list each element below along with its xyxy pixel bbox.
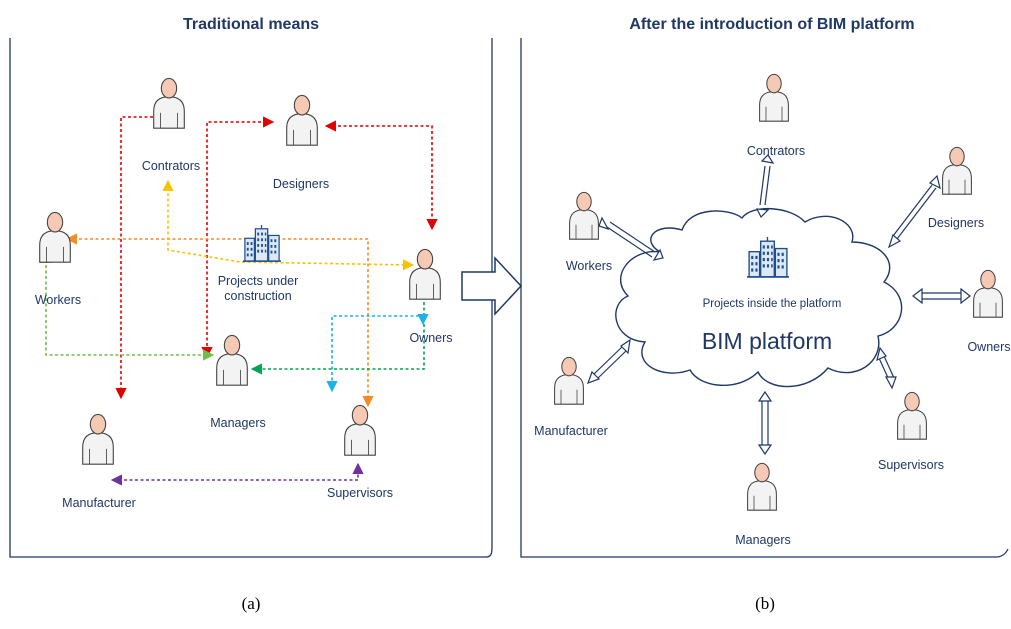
connector-owners-supervisors	[326, 314, 429, 393]
link-arrows	[586, 154, 971, 456]
connector-designers-owners	[324, 120, 438, 231]
panel-a: Traditional means Contrators Designers W…	[9, 16, 493, 613]
label-projects-inside: Projects inside the platform	[703, 298, 842, 310]
person-b-owners-icon	[973, 269, 1003, 318]
caption-b: (b)	[755, 594, 775, 613]
label-managers: Managers	[210, 416, 266, 430]
label-designers: Designers	[273, 177, 329, 191]
person-b-workers-icon	[569, 191, 599, 240]
person-b-contractors-icon	[759, 73, 789, 122]
label-workers: Workers	[35, 293, 81, 307]
label-b-designers: Designers	[928, 216, 984, 230]
transition-arrow-icon	[461, 256, 523, 316]
label-b-owners: Owners	[967, 340, 1010, 354]
label-b-workers: Workers	[566, 259, 612, 273]
label-b-managers: Managers	[735, 533, 791, 547]
link-workers	[598, 216, 664, 261]
connector-workers-managers	[40, 251, 215, 361]
link-managers	[757, 390, 773, 456]
link-designers	[887, 174, 941, 249]
label-manufacturer: Manufacturer	[62, 496, 136, 510]
link-supervisors	[876, 346, 897, 390]
person-b-supervisors-icon	[897, 391, 927, 440]
person-workers-icon	[39, 211, 71, 263]
label-bim-platform: BIM platform	[702, 328, 832, 354]
panel-a-title: Traditional means	[183, 16, 319, 33]
label-b-contractors: Contrators	[747, 144, 805, 158]
connector-manufacturer-supervisors	[110, 462, 364, 486]
person-contractors-icon	[153, 77, 185, 129]
caption-a: (a)	[242, 594, 261, 613]
link-contractors	[755, 154, 775, 219]
label-contractors: Contrators	[142, 159, 200, 173]
link-manufacturer	[586, 338, 631, 385]
label-projects-line2: construction	[224, 289, 291, 303]
label-projects-line1: Projects under	[218, 274, 299, 288]
person-owners-icon	[409, 248, 441, 300]
bim-cloud	[615, 207, 903, 388]
person-b-manufacturer-icon	[554, 356, 584, 405]
panel-b-title: After the introduction of BIM platform	[629, 16, 914, 33]
panel-b: After the introduction of BIM platform P…	[520, 16, 1011, 613]
building-icon	[243, 225, 281, 262]
label-b-supervisors: Supervisors	[878, 458, 944, 472]
label-b-manufacturer: Manufacturer	[534, 424, 608, 438]
connector-contractors-owners	[162, 179, 415, 271]
label-owners: Owners	[409, 331, 452, 345]
panel-b-frame	[520, 38, 1009, 558]
person-designers-icon	[286, 94, 318, 146]
person-b-managers-icon	[747, 462, 777, 511]
person-supervisors-icon	[344, 404, 376, 456]
person-manufacturer-icon	[82, 413, 114, 465]
person-b-designers-icon	[942, 146, 972, 195]
person-managers-icon	[216, 334, 248, 386]
link-owners	[912, 287, 971, 305]
panel-a-frame	[9, 38, 493, 558]
label-supervisors: Supervisors	[327, 486, 393, 500]
